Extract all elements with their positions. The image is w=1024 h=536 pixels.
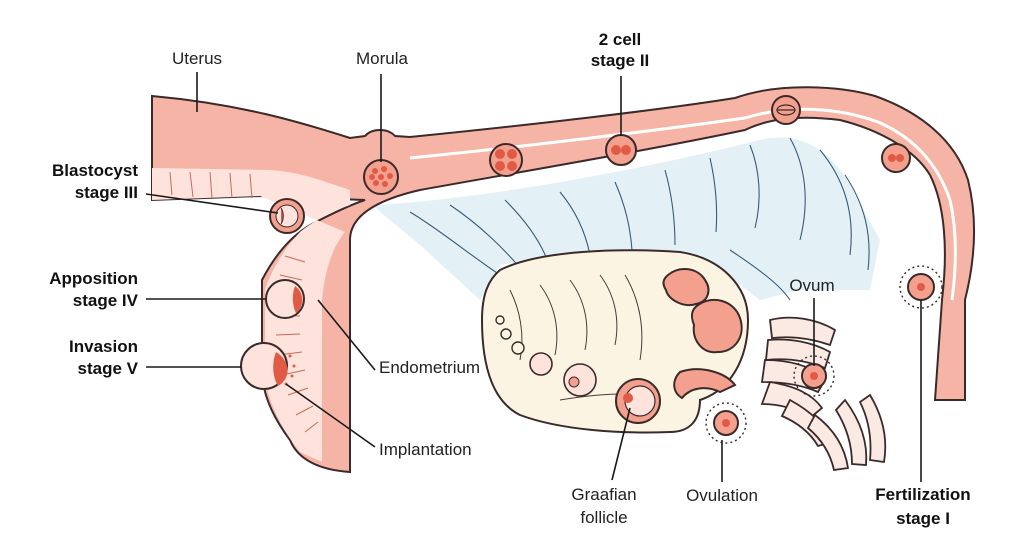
fertilization-ovum [899, 265, 943, 309]
uterine-wall [151, 86, 976, 474]
label-invasion-line1: Invasion [69, 337, 138, 356]
primordial-follicle [511, 341, 525, 355]
label-uterus: Uterus [172, 49, 222, 68]
label-ovum: Ovum [789, 276, 834, 295]
invasion-blastocyst [240, 342, 296, 390]
leader-lines [145, 72, 922, 482]
dividing-zygote-cell [771, 95, 801, 125]
label-implantation: Implantation [379, 440, 472, 459]
label-two-cell-line1: 2 cell [599, 30, 642, 49]
label-invasion-line2: stage V [78, 359, 139, 378]
zygote-cell [881, 143, 911, 173]
label-fertilization-line1: Fertilization [875, 485, 970, 504]
label-two-cell-line2: stage II [591, 51, 650, 70]
growing-follicle-core [568, 376, 580, 388]
morula-cell [363, 159, 399, 195]
label-ovulation: Ovulation [686, 486, 758, 505]
growing-follicle [563, 363, 597, 397]
label-fertilization-line2: stage I [896, 509, 950, 528]
label-graafian-line1: Graafian [571, 485, 636, 504]
four-cell-stage-cell [489, 143, 523, 177]
label-blastocyst-line1: Blastocyst [52, 161, 138, 180]
endometrium-lining [152, 168, 350, 462]
primordial-follicle [500, 328, 512, 340]
two-cell-stage-cell [605, 134, 637, 166]
ovulated-ovum [705, 402, 747, 444]
ovum-in-fimbriae [793, 355, 835, 397]
rupturing-follicle [673, 368, 737, 400]
label-apposition-line1: Apposition [49, 269, 138, 288]
primordial-follicle [495, 315, 505, 325]
corpus-luteum-lower [690, 298, 743, 354]
apposition-blastocyst [265, 279, 305, 319]
corpus-luteum-upper [662, 268, 710, 306]
label-morula: Morula [356, 49, 409, 68]
growing-follicle [529, 352, 553, 376]
ligament-fibers [409, 137, 870, 301]
graafian-follicle-oocyte [623, 393, 633, 403]
label-apposition-line2: stage IV [73, 291, 139, 310]
broad-ligament [372, 137, 880, 300]
label-blastocyst-line2: stage III [75, 183, 138, 202]
label-graafian-line2: follicle [580, 508, 627, 527]
blastocyst-cell [269, 198, 305, 234]
label-endometrium: Endometrium [379, 358, 480, 377]
tube-lumen [409, 107, 957, 301]
